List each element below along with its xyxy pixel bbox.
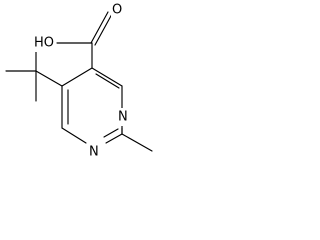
bond-c-o-double-a	[90, 11, 109, 44]
bond-c2-n3	[105, 133, 123, 144]
structure-svg: HO O N N	[5, 1, 153, 161]
bond-c2-methyl	[121, 133, 153, 152]
bond-c4-c5-link	[61, 67, 93, 87]
carbonyl-oxygen-label: O	[112, 3, 122, 18]
bond-n3-c4	[61, 127, 87, 144]
ring-nitrogen-top-label: N	[118, 110, 128, 125]
bond-c5-c6-inner	[95, 73, 120, 89]
molecule-diagram: HO O N N	[0, 0, 170, 184]
bond-c-o-double-b	[94, 13, 113, 46]
ring-nitrogen-bottom-label: N	[89, 145, 99, 160]
bond-c4-quaternary	[35, 70, 63, 87]
bond-c5-c6	[91, 67, 123, 87]
bond-c2-n3-inner	[103, 128, 119, 138]
hydroxyl-label: HO	[34, 36, 54, 51]
